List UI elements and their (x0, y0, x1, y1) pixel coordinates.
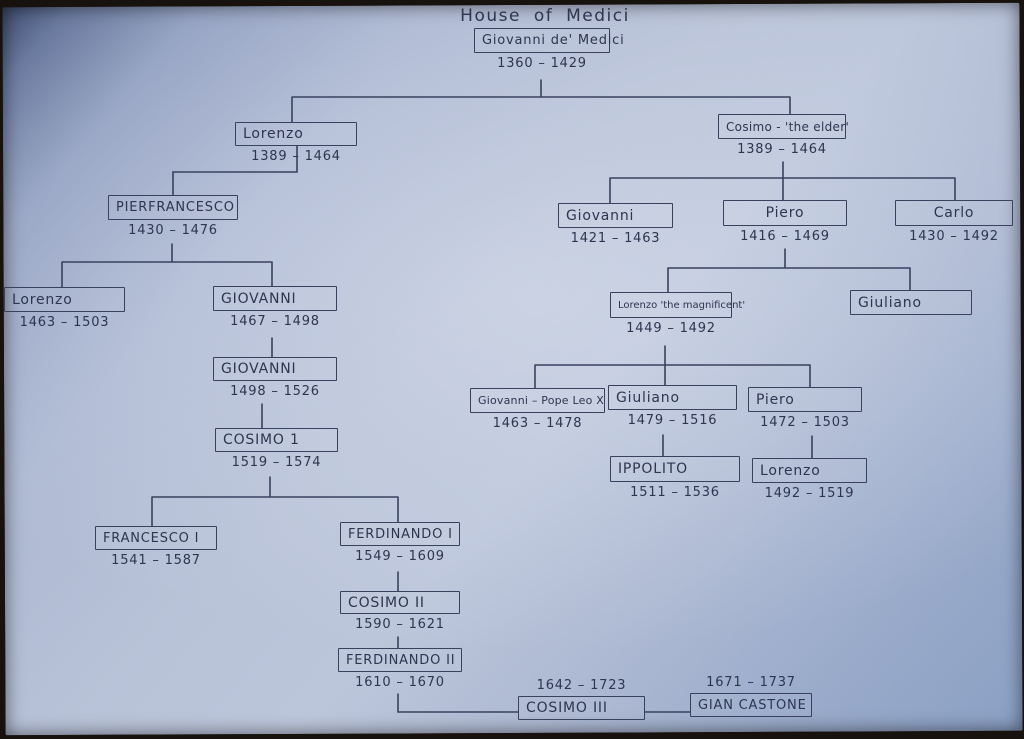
node-dates: 1590 – 1621 (355, 617, 445, 632)
node-dates: 1472 – 1503 (760, 415, 850, 430)
node-box: IPPOLITO (610, 456, 740, 482)
node-box: Lorenzo (752, 458, 867, 483)
page-title: House of Medici (460, 6, 630, 26)
node-giovanni-1498: GIOVANNI 1498 – 1526 (213, 357, 337, 399)
node-box: Giovanni de' Medici (474, 28, 624, 53)
node-piero-1472: Piero 1472 – 1503 (748, 387, 862, 430)
node-box: Carlo (895, 200, 1013, 226)
node-dates: 1511 – 1536 (630, 485, 720, 500)
node-box: Lorenzo 'the magnificent' (610, 292, 745, 318)
node-box: PIERFRANCESCO (108, 195, 238, 220)
node-dates: 1671 – 1737 (706, 675, 796, 690)
node-box: Giovanni (558, 203, 673, 228)
node-box: Giuliano (608, 385, 737, 410)
node-cosimo-iii: 1642 – 1723 COSIMO III (518, 678, 645, 720)
node-dates: 1449 – 1492 (626, 321, 716, 336)
node-giuliano-elder: Giuliano (850, 290, 972, 315)
node-box: Giovanni – Pope Leo X (470, 388, 605, 413)
node-dates: 1389 – 1464 (251, 149, 341, 164)
node-lorenzo-1389: Lorenzo 1389 – 1464 (235, 122, 357, 164)
node-box: GIOVANNI (213, 357, 337, 381)
node-dates: 1519 – 1574 (231, 455, 322, 470)
node-box: GIAN CASTONE (690, 693, 812, 717)
node-box: FERDINANDO II (338, 648, 462, 672)
node-dates: 1416 – 1469 (740, 229, 830, 244)
node-box: Cosimo - 'the elder' (718, 114, 849, 139)
node-dates: 1479 – 1516 (627, 413, 718, 428)
node-cosimo-ii: COSIMO II 1590 – 1621 (340, 591, 460, 632)
node-cosimo-the-elder: Cosimo - 'the elder' 1389 – 1464 (718, 114, 849, 157)
node-dates: 1463 – 1503 (19, 315, 110, 330)
node-dates: 1610 – 1670 (355, 675, 445, 690)
node-giovanni-1421: Giovanni 1421 – 1463 (558, 203, 673, 246)
node-dates: 1360 – 1429 (497, 56, 587, 71)
node-lorenzo-the-magnificent: Lorenzo 'the magnificent' 1449 – 1492 (610, 292, 745, 336)
node-giovanni-de-medici: Giovanni de' Medici 1360 – 1429 (474, 28, 624, 71)
node-francesco-i: FRANCESCO I 1541 – 1587 (95, 526, 217, 568)
node-box: COSIMO II (340, 591, 460, 614)
node-dates: 1642 – 1723 (536, 678, 627, 693)
node-dates: 1421 – 1463 (570, 231, 661, 246)
node-lorenzo-1492: Lorenzo 1492 – 1519 (752, 458, 867, 501)
node-dates: 1467 – 1498 (230, 314, 320, 329)
node-piero-1416: Piero 1416 – 1469 (723, 200, 847, 244)
node-dates: 1463 – 1478 (492, 416, 583, 431)
node-dates: 1430 – 1476 (128, 223, 218, 238)
node-giovanni-pope-leo-x: Giovanni – Pope Leo X 1463 – 1478 (470, 388, 605, 431)
node-ferdinando-i: FERDINANDO I 1549 – 1609 (340, 522, 460, 564)
node-giuliano-1479: Giuliano 1479 – 1516 (608, 385, 737, 428)
node-box: FERDINANDO I (340, 522, 460, 546)
node-lorenzo-1463: Lorenzo 1463 – 1503 (4, 287, 125, 330)
node-box: GIOVANNI (213, 286, 337, 311)
node-dates: 1492 – 1519 (764, 486, 855, 501)
node-gian-gastone: 1671 – 1737 GIAN CASTONE (690, 675, 812, 717)
node-ferdinando-ii: FERDINANDO II 1610 – 1670 (338, 648, 462, 690)
node-dates: 1549 – 1609 (355, 549, 445, 564)
node-box: Giuliano (850, 290, 972, 315)
node-box: FRANCESCO I (95, 526, 217, 550)
node-box: COSIMO 1 (215, 428, 338, 452)
node-box: Lorenzo (4, 287, 125, 312)
node-box: Piero (723, 200, 847, 226)
node-dates: 1389 – 1464 (737, 142, 827, 157)
node-ippolito: IPPOLITO 1511 – 1536 (610, 456, 740, 500)
node-dates: 1541 – 1587 (111, 553, 201, 568)
node-cosimo-i: COSIMO 1 1519 – 1574 (215, 428, 338, 470)
node-dates: 1498 – 1526 (230, 384, 320, 399)
node-box: COSIMO III (518, 696, 645, 720)
node-dates: 1430 – 1492 (909, 229, 999, 244)
node-box: Lorenzo (235, 122, 357, 146)
node-pierfrancesco: PIERFRANCESCO 1430 – 1476 (108, 195, 238, 238)
node-carlo: Carlo 1430 – 1492 (895, 200, 1013, 244)
node-giovanni-1467: GIOVANNI 1467 – 1498 (213, 286, 337, 329)
node-box: Piero (748, 387, 862, 412)
